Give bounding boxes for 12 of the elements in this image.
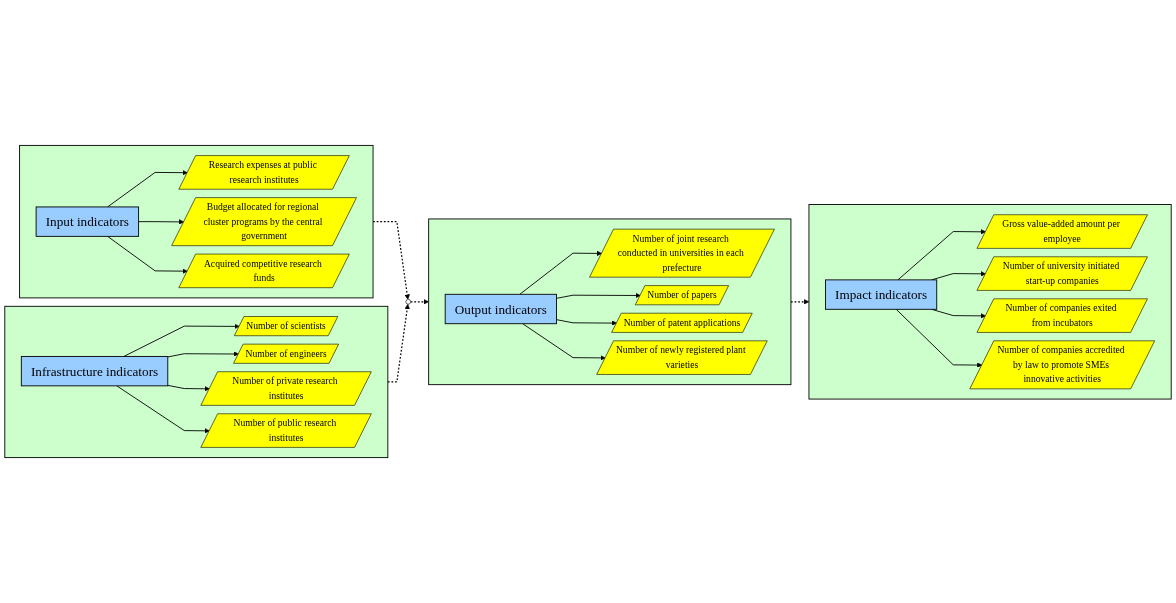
arrow [790, 299, 810, 305]
cluster [808, 204, 1172, 400]
node-box: Output indicators [444, 293, 557, 325]
arrow [387, 303, 410, 383]
cluster [4, 305, 389, 459]
node-box: Impact indicators [825, 279, 938, 310]
node-box: Input indicators [35, 206, 140, 237]
cluster [428, 218, 792, 386]
arrow [410, 299, 429, 305]
node-box: Infrastructure indicators [20, 356, 169, 387]
node-circle [405, 299, 411, 305]
cluster [19, 144, 374, 299]
